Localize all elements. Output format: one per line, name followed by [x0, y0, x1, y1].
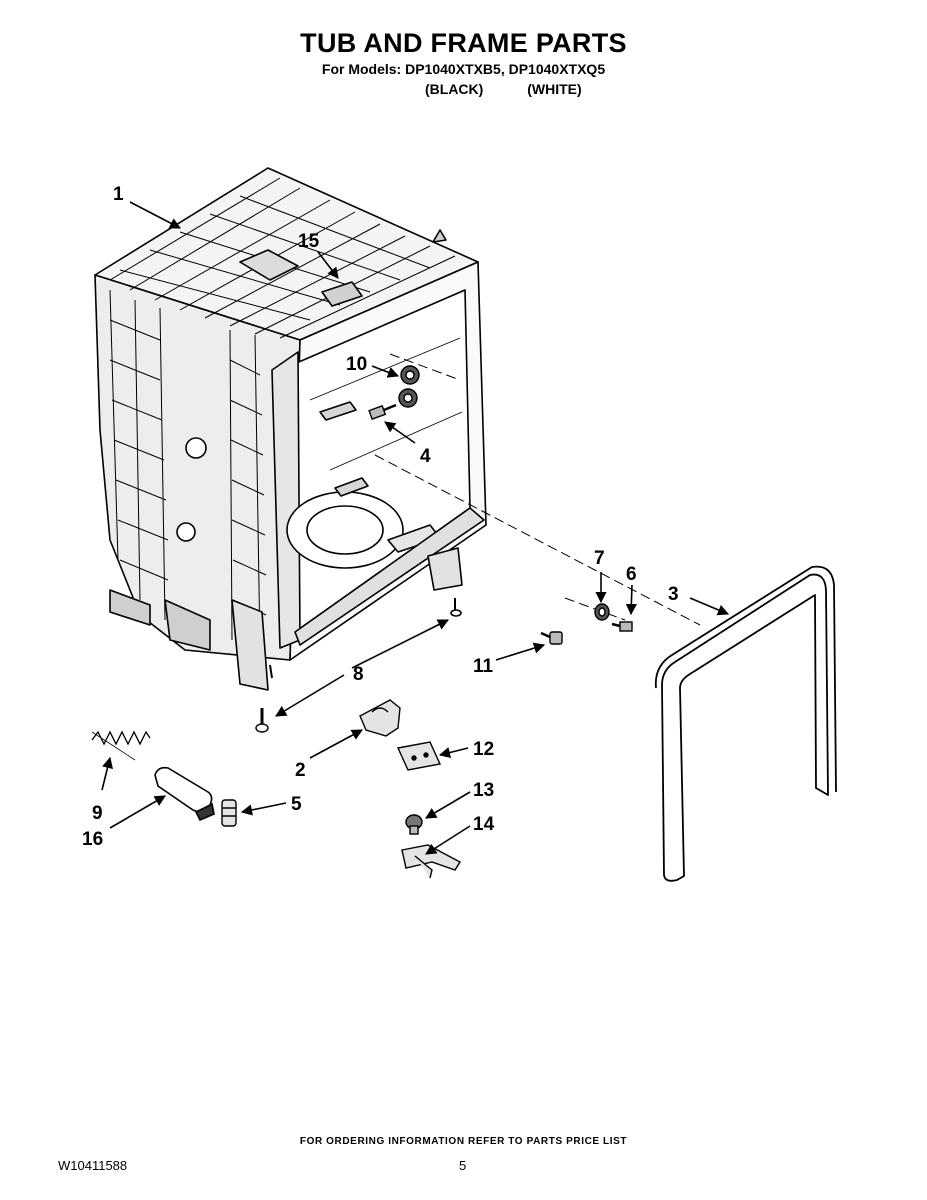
model-colors: (BLACK) (WHITE) — [425, 81, 582, 97]
color-white-label: (WHITE) — [527, 81, 582, 97]
part-10-grommets — [398, 365, 420, 408]
part-14-strap — [401, 844, 461, 879]
callout-6: 6 — [626, 564, 637, 585]
callout-16: 16 — [82, 829, 103, 850]
part-6-screw — [611, 621, 633, 632]
callout-14: 14 — [473, 814, 495, 835]
part-7-washer — [594, 603, 610, 621]
callout-2: 2 — [295, 760, 306, 781]
part-11-screw — [540, 631, 563, 645]
callout-9: 9 — [92, 803, 103, 824]
part-2-bracket — [359, 699, 401, 737]
part-5-clip — [221, 799, 237, 827]
part-13-clip — [405, 814, 423, 835]
callout-7: 7 — [594, 548, 605, 569]
callout-8: 8 — [353, 664, 364, 685]
leader-arrows — [101, 201, 730, 855]
part-9-spring — [91, 730, 151, 761]
tub-assembly — [94, 167, 487, 691]
callout-1: 1 — [113, 184, 124, 205]
document-number: W10411588 — [58, 1158, 128, 1173]
callout-4: 4 — [420, 446, 431, 467]
ordering-note: FOR ORDERING INFORMATION REFER TO PARTS … — [299, 1136, 628, 1147]
callout-5: 5 — [291, 794, 302, 815]
part-12-pad — [396, 741, 442, 771]
callout-3: 3 — [668, 584, 679, 605]
page-number: 5 — [459, 1158, 467, 1173]
part-16-cover — [154, 766, 215, 822]
part-4-screw — [368, 403, 397, 420]
callout-15: 15 — [298, 231, 320, 252]
page-title: TUB AND FRAME PARTS — [300, 28, 627, 58]
callout-11: 11 — [473, 656, 494, 677]
callout-13: 13 — [473, 780, 494, 801]
color-black-label: (BLACK) — [425, 81, 484, 97]
part-8-leveling-leg — [255, 708, 269, 733]
callout-10: 10 — [346, 354, 367, 375]
part-3-door-seal — [654, 565, 837, 882]
callout-12: 12 — [473, 739, 494, 760]
models-line: For Models: DP1040XTXB5, DP1040XTXQ5 — [321, 61, 606, 77]
